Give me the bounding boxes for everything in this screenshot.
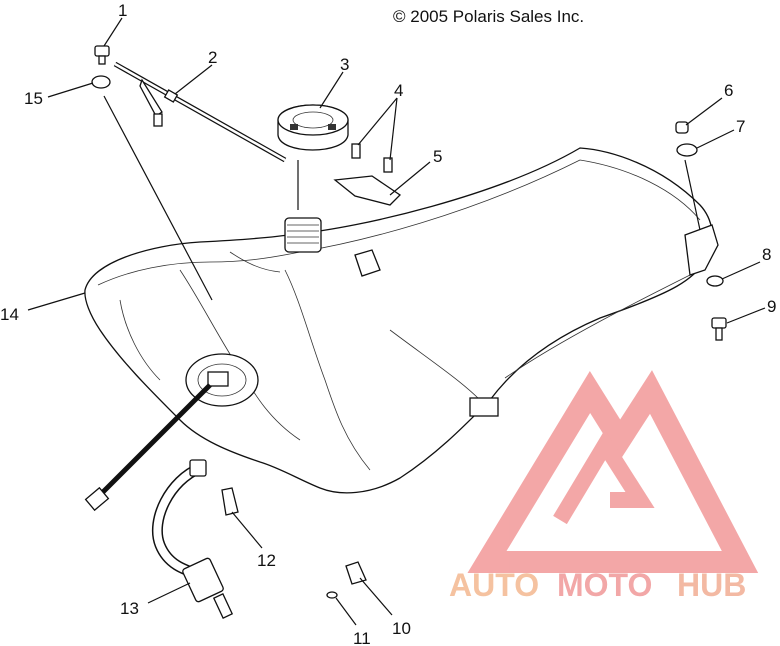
bolt-icon <box>711 317 727 341</box>
screw-icon <box>94 45 110 65</box>
callout-7: 7 <box>736 117 745 136</box>
callout-8: 8 <box>762 245 771 264</box>
fastener-icon <box>351 143 393 173</box>
callout-11: 11 <box>353 629 371 646</box>
copyright-text: © 2005 Polaris Sales Inc. <box>393 7 584 26</box>
callout-14: 14 <box>0 305 19 324</box>
callout-4: 4 <box>394 81 403 100</box>
fuel-cap-icon <box>277 104 349 151</box>
washer-icon <box>706 275 724 287</box>
callout-5: 5 <box>433 147 442 166</box>
clip-icon <box>221 487 239 516</box>
watermark-moto: MOTO <box>557 567 652 603</box>
callout-15: 15 <box>24 89 43 108</box>
fuel-tank-icon <box>84 147 719 512</box>
vent-hose-icon <box>113 61 287 163</box>
front-mount-icon <box>354 249 381 277</box>
rear-mount-icon <box>684 224 719 276</box>
fuel-filter-icon <box>151 459 234 619</box>
grommet-icon <box>91 75 111 89</box>
watermark-auto: AUTO <box>449 567 539 603</box>
watermark-text: AUTO MOTO HUB <box>449 567 746 603</box>
callout-9: 9 <box>767 297 776 316</box>
callout-10: 10 <box>392 619 411 638</box>
bracket-icon <box>333 175 402 206</box>
callout-6: 6 <box>724 81 733 100</box>
callout-2: 2 <box>208 48 217 67</box>
filler-neck-icon <box>284 217 322 253</box>
nut-icon <box>675 121 689 134</box>
watermark-hub: HUB <box>677 567 746 603</box>
washer-icon <box>676 143 698 157</box>
callout-1: 1 <box>118 1 127 20</box>
callout-13: 13 <box>120 599 139 618</box>
pin-icon <box>326 591 338 599</box>
callout-12: 12 <box>257 551 276 570</box>
watermark-logo <box>467 370 759 573</box>
fuel-sender-icon <box>84 353 259 512</box>
leader-lines <box>27 17 766 626</box>
tank-tab <box>469 397 499 417</box>
callout-3: 3 <box>340 55 349 74</box>
